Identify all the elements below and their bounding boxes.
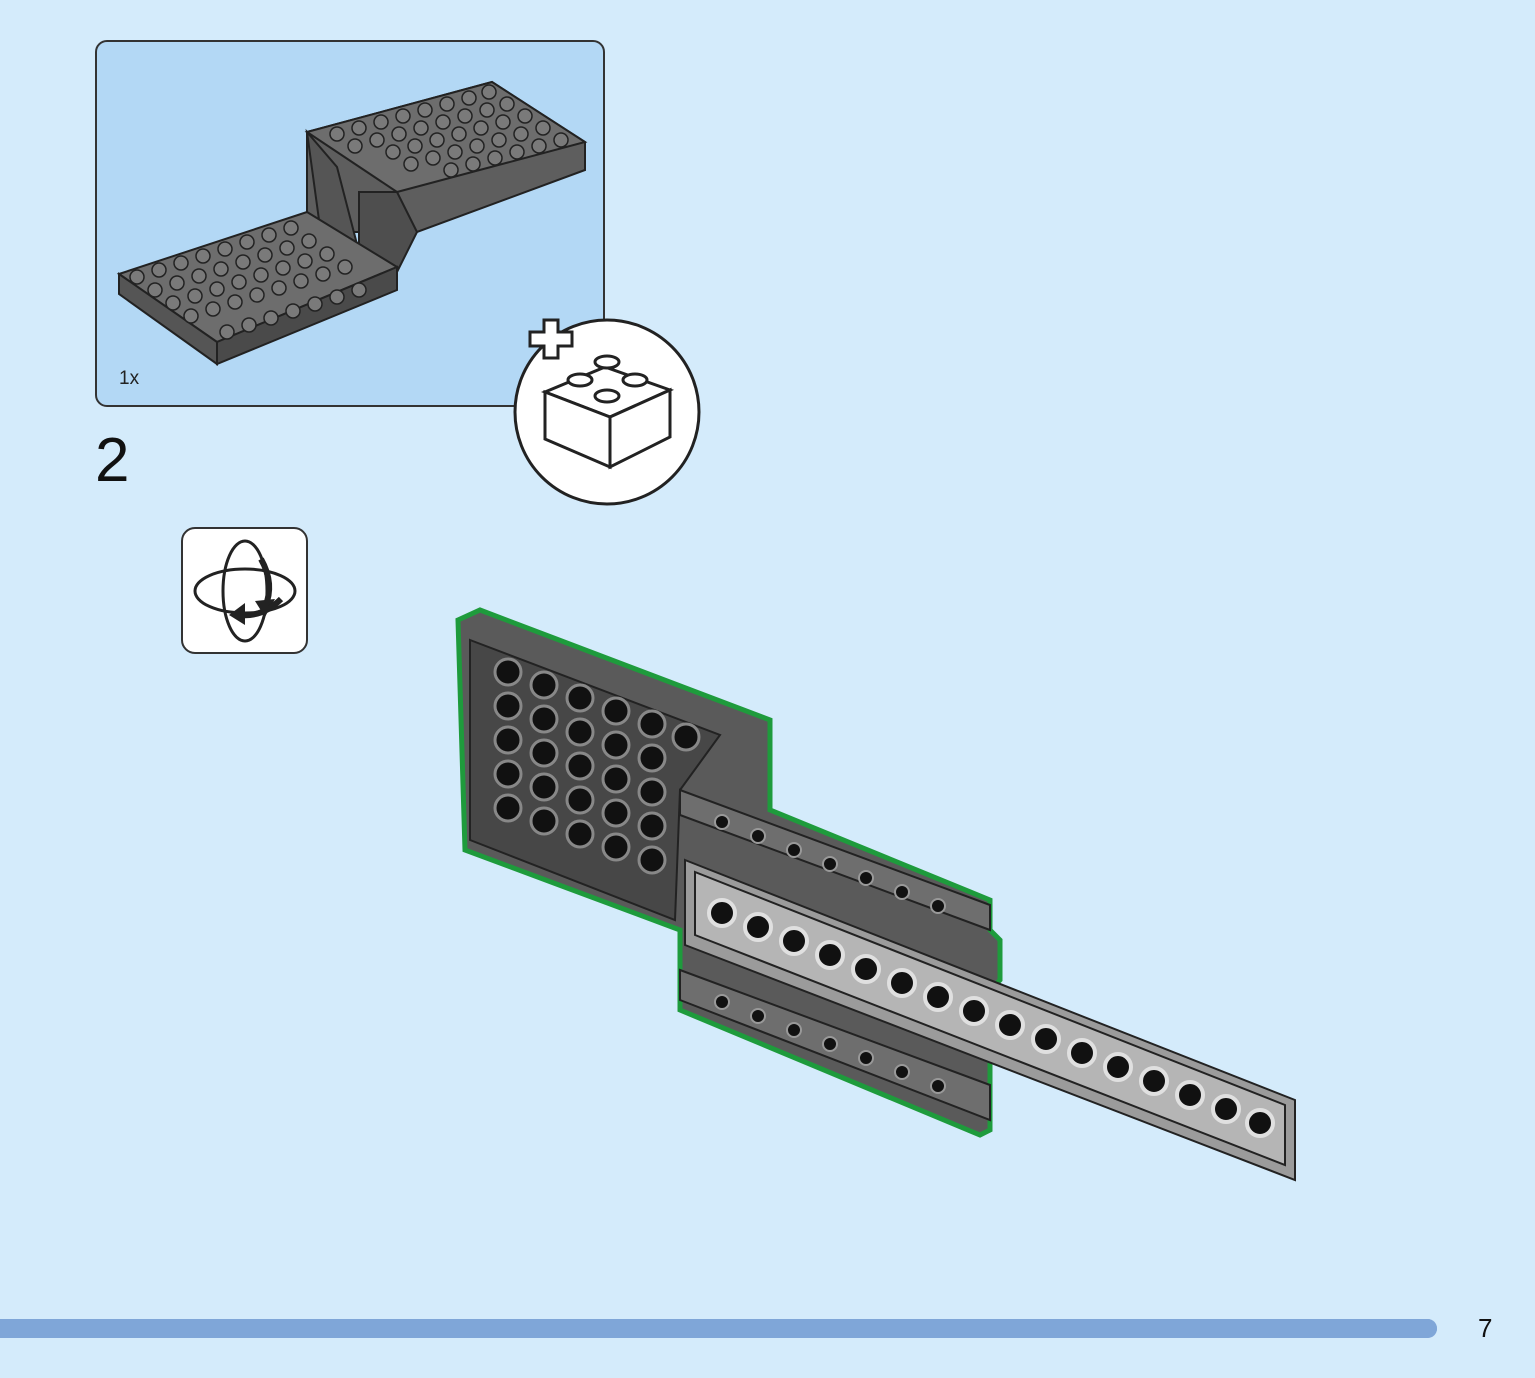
progress-bar (0, 1319, 1437, 1338)
parts-list-box: 1x (95, 40, 605, 407)
page-number: 7 (1478, 1313, 1493, 1343)
progress-fill (0, 1319, 1437, 1338)
rotate-model-icon (181, 527, 308, 654)
plus-brick-icon (510, 312, 705, 512)
train-base-plate-icon (116, 80, 588, 366)
part-quantity: 1x (119, 368, 140, 389)
step-number: 2 (95, 426, 130, 495)
assembly-model-illustration (440, 600, 1310, 1205)
